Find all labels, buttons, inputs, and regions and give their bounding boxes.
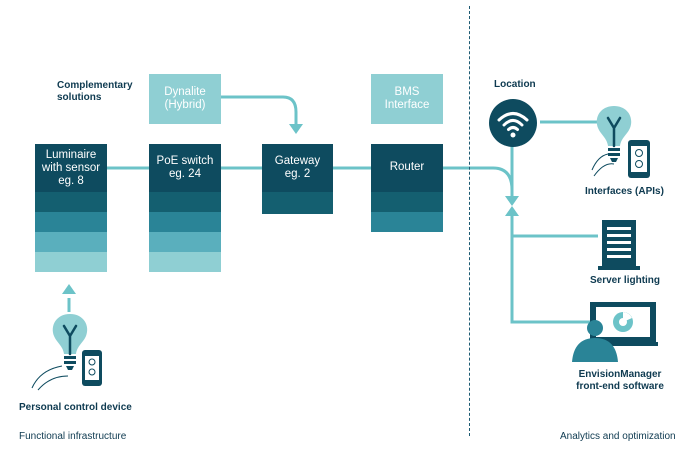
envision-icon [572,302,658,362]
server-label: Server lighting [590,275,661,286]
complementary-line1: Complementary [57,80,133,91]
envision-label: EnvisionManager front-end software [565,369,675,393]
arrow-head-personal-up [62,284,76,294]
gateway-stack: Gateway eg. 2 [262,144,333,214]
personal-control-icon [31,314,102,391]
complementary-line2: solutions [57,92,102,103]
footer-left-label: Functional infrastructure [19,431,127,442]
link-trunk-envision [510,236,590,324]
poe-line2: eg. 24 [169,168,201,180]
gateway-box: Gateway eg. 2 [262,144,333,192]
link-router-analytics [443,166,514,198]
personal-label: Personal control device [19,402,132,413]
link-trunk-server [510,214,598,238]
luminaire-layer-5 [35,252,107,272]
luminaire-layer-3 [35,212,107,232]
router-layer-3 [371,212,443,232]
footer-right-label: Analytics and optimization [560,431,676,442]
envision-line1: EnvisionManager [578,369,662,380]
poe-line1: PoE switch [156,155,214,167]
poe-layer-3 [149,212,221,232]
poe-layer-4 [149,232,221,252]
router-layer-2 [371,192,443,212]
gateway-layer-2 [262,192,333,214]
envision-line2: front-end software [576,381,664,392]
section-divider [469,6,470,436]
interfaces-label: Interfaces (APIs) [585,186,664,197]
arrow-head-router [505,196,519,206]
arrow-head-trunk-up [505,206,519,216]
luminaire-stack: Luminaire with sensor eg. 8 [35,144,107,272]
dynalite-box: Dynalite (Hybrid) [149,74,221,124]
gateway-line2: eg. 2 [284,168,311,180]
poe-box: PoE switch eg. 24 [149,144,221,192]
wifi-icon [489,99,537,147]
luminaire-line2: with sensor [41,162,101,174]
luminaire-layer-2 [35,192,107,212]
dynalite-line1: Dynalite [164,86,206,98]
router-stack: Router [371,144,443,232]
link-dynalite-gateway [221,95,298,126]
bms-line1: BMS [394,86,420,98]
router-box: Router [371,144,443,192]
complementary-label: Complementary solutions [57,80,133,104]
gateway-line1: Gateway [274,155,321,167]
poe-layer-2 [149,192,221,212]
arrow-head-dynalite [289,124,303,134]
interfaces-icon [591,106,650,178]
router-label: Router [389,161,425,173]
luminaire-box: Luminaire with sensor eg. 8 [35,144,107,192]
dynalite-line2: (Hybrid) [164,99,206,111]
bms-box: BMS Interface [371,74,443,124]
luminaire-line3: eg. 8 [58,175,84,187]
luminaire-line1: Luminaire [45,149,97,161]
poe-stack: PoE switch eg. 24 [149,144,221,272]
location-label: Location [494,79,536,90]
server-icon [598,220,640,270]
bms-line2: Interface [384,99,430,111]
luminaire-layer-4 [35,232,107,252]
poe-layer-5 [149,252,221,272]
